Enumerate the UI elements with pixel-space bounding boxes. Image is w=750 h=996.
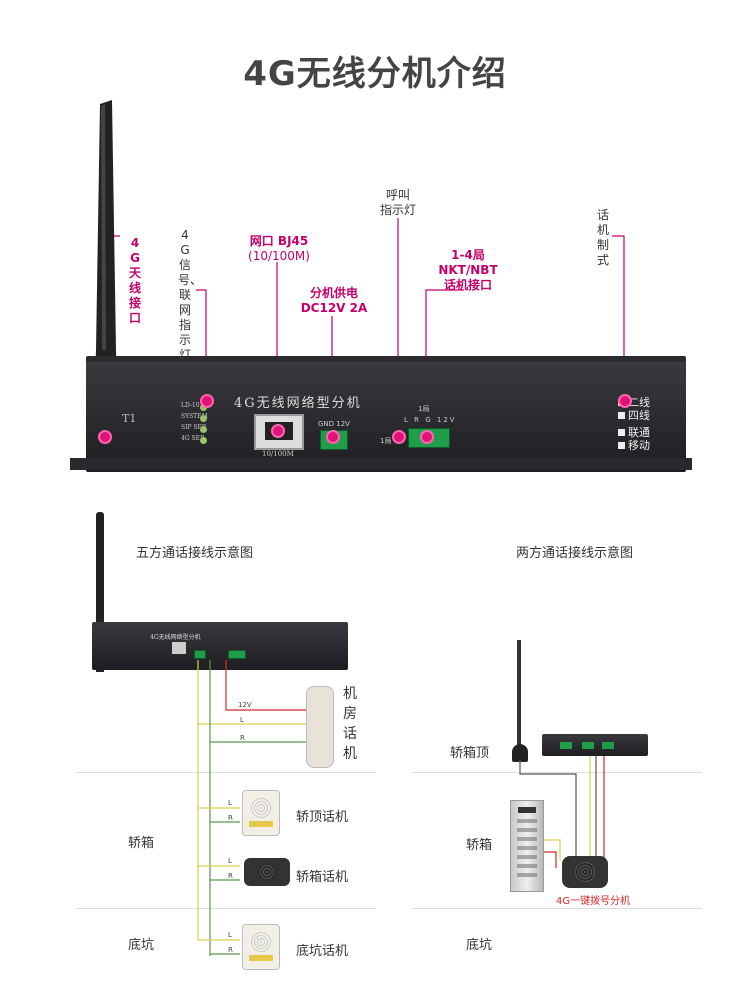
mode-checkbox[interactable] [618,442,625,449]
mini-phone [228,650,246,659]
right-device [542,734,648,756]
mode-label: 移动 [628,439,650,452]
zone-divider [412,908,702,909]
pit-zone-label: 底坑 [128,938,155,953]
led-label: LD-10? [181,402,203,409]
mini-rj45 [172,642,186,654]
phone-term-top-label: 1局 [418,405,430,413]
antenna-marker [98,430,112,444]
pit-phone-r: R [228,946,233,954]
led-row: SYSTEM [181,411,208,422]
slot-label: T1 [122,412,137,425]
phone-mode-callout: 话机制式 [596,208,609,267]
led-light [200,426,207,433]
zone-divider [76,908,376,909]
wire-label-l: L [240,716,244,724]
led-label: SIP SER [181,424,207,431]
network-port-callout: 网口 BJ45 (10/100M) [248,234,310,263]
phone-marker [420,430,434,444]
led-label: SYSTEM [181,413,208,420]
car-phone-l: L [228,857,232,865]
mode-label: 联通 [628,426,650,439]
dial-unit-label: 4G一键拨号分机 [556,896,631,907]
room-phone-icon [306,686,334,768]
mode-marker [618,394,632,408]
antenna-callout: 4G天线接口 [128,236,141,325]
top-phone-label: 轿顶话机 [296,810,349,825]
mode-label: 二线 [628,396,650,409]
mode-checkbox[interactable] [618,412,625,419]
call-label: 1局 [380,437,392,445]
page-title: 4G无线分机介绍 [243,54,507,94]
mode-checkbox[interactable] [618,429,625,436]
rj45-label: 10/100M [262,450,294,458]
pit-phone-l: L [228,931,232,939]
power-callout: 分机供电 DC12V 2A [300,286,368,315]
wire-label-12v: 12V [238,701,252,709]
dial-unit-icon [562,856,608,888]
led-row: LD-10? [181,400,208,411]
signal-marker [200,394,214,408]
device-name: 4G无线网络型分机 [234,396,362,411]
power-label: GND 12V [318,420,350,428]
device-body [86,356,686,472]
call-light-callout: 呼叫 指示灯 [379,188,416,217]
mode-switches: 二线 四线 联通 移动 [618,396,650,452]
top-phone-l: L [228,799,232,807]
wire-label-r: R [240,734,245,742]
left-diagram-heading: 五方通话接线示意图 [136,546,254,561]
device-base [70,458,692,470]
mini-power [194,650,206,659]
zone-divider [76,772,376,773]
car-panel-icon [510,800,544,892]
led-list: LD-10? SYSTEM SIP SER 4G SER [181,400,208,444]
call-marker [392,430,406,444]
led-row: SIP SER [181,422,208,433]
car-phone-r: R [228,872,233,880]
phone-term-labels: L R G 12V [404,416,457,424]
right-diagram-heading: 两方通话接线示意图 [516,546,634,561]
led-row: 4G SER [181,433,208,444]
antenna-small [96,512,104,672]
led-light [200,415,207,422]
pit-label-right: 底坑 [466,938,493,953]
right-antenna-base [512,744,528,762]
right-antenna-rod [517,640,521,746]
mini-device-name: 4G无线网络型分机 [150,634,201,641]
zone-divider [412,772,702,773]
car-top-label: 轿箱顶 [450,746,490,761]
port-marker [271,424,285,438]
car-phone-icon [244,858,290,886]
car-phone-label: 轿箱话机 [296,870,349,885]
led-light [200,437,207,444]
room-phone-label: 机房话机 [343,686,357,762]
mini-device [92,622,348,670]
mode-label: 四线 [628,409,650,422]
top-phone-icon [242,790,280,836]
pit-phone-icon [242,924,280,970]
led-label: 4G SER [181,435,205,442]
top-phone-r: R [228,814,233,822]
pit-phone-label: 底坑话机 [296,944,349,959]
power-marker [326,430,340,444]
phone-interface-callout: 1-4局 NKT/NBT 话机接口 [438,248,498,292]
car-label-right: 轿箱 [466,838,493,853]
car-zone-label: 轿箱 [128,836,155,851]
